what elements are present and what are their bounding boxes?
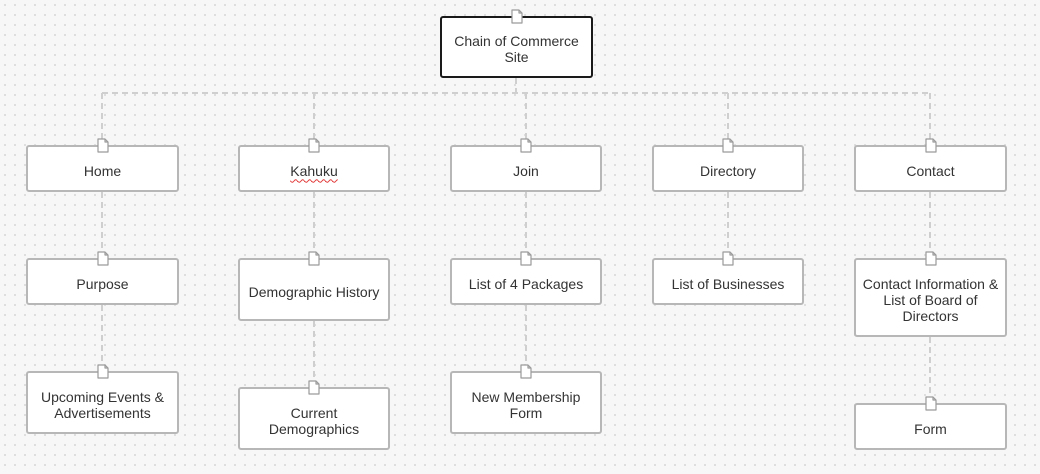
node-purpose[interactable]: Purpose — [26, 251, 179, 305]
node-label: List of 4 Packages — [468, 275, 584, 292]
node-upcoming-events[interactable]: Upcoming Events & Advertisements — [26, 364, 179, 434]
node-current-demographics[interactable]: Current Demographics — [238, 380, 390, 450]
page-icon — [520, 251, 532, 266]
node-demographic-history[interactable]: Demographic History — [238, 251, 390, 321]
page-icon — [308, 380, 320, 395]
page-icon — [722, 138, 734, 153]
node-label: Join — [513, 162, 539, 179]
page-icon — [510, 9, 523, 24]
page-icon — [924, 396, 937, 411]
node-label: Current Demographics — [268, 404, 360, 437]
page-icon — [96, 251, 109, 266]
node-label: Kahuku — [290, 162, 338, 179]
node-label: Contact — [906, 162, 955, 179]
node-label: List of Businesses — [671, 275, 785, 292]
page-icon — [96, 364, 109, 379]
node-list-of-businesses[interactable]: List of Businesses — [652, 251, 804, 305]
node-label: Demographic History — [248, 283, 380, 300]
page-icon — [924, 251, 937, 266]
node-label: Chain of Commerce Site — [454, 33, 579, 65]
node-kahuku[interactable]: Kahuku — [238, 138, 390, 192]
node-join[interactable]: Join — [450, 138, 602, 192]
page-icon — [96, 138, 109, 153]
node-label: Form — [914, 420, 947, 437]
page-icon — [520, 138, 532, 153]
page-icon — [308, 251, 320, 266]
node-new-membership-form[interactable]: New Membership Form — [450, 364, 602, 434]
node-home[interactable]: Home — [26, 138, 179, 192]
node-directory[interactable]: Directory — [652, 138, 804, 192]
node-label: New Membership Form — [471, 388, 581, 421]
page-icon — [924, 138, 937, 153]
node-contact-information[interactable]: Contact Information & List of Board of D… — [854, 251, 1007, 337]
node-label: Upcoming Events & Advertisements — [41, 388, 164, 421]
node-form[interactable]: Form — [854, 396, 1007, 450]
node-contact[interactable]: Contact — [854, 138, 1007, 192]
node-list-of-packages[interactable]: List of 4 Packages — [450, 251, 602, 305]
page-icon — [520, 364, 532, 379]
page-icon — [722, 251, 734, 266]
node-label: Home — [83, 162, 122, 179]
node-label: Purpose — [76, 275, 129, 292]
node-root[interactable]: Chain of Commerce Site — [440, 9, 593, 78]
page-icon — [308, 138, 320, 153]
node-label: Contact Information & List of Board of D… — [862, 275, 999, 324]
node-label: Directory — [699, 162, 756, 179]
